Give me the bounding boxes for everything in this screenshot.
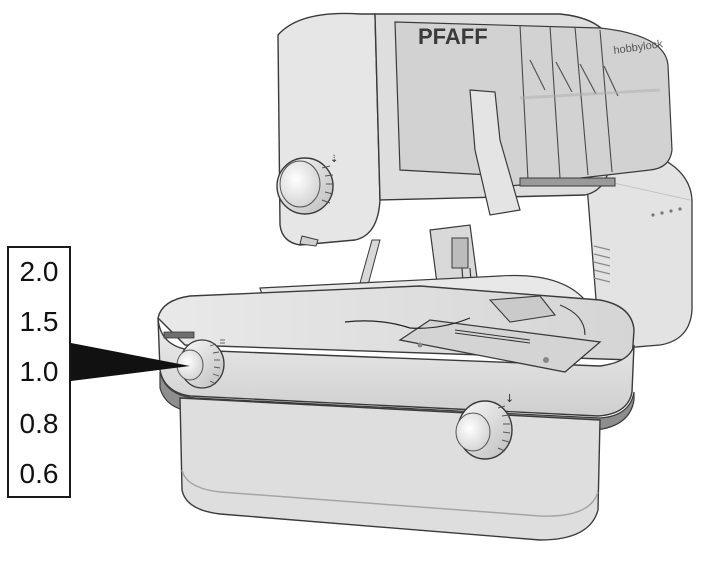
stitch-length-scale: 2.0 1.5 1.0 0.8 0.6 xyxy=(7,246,71,498)
vent-slots xyxy=(593,245,611,283)
needle-plate xyxy=(344,295,602,373)
pointer-wedge xyxy=(71,343,190,381)
scale-value-selected: 1.0 xyxy=(19,356,59,387)
differential-feed-knob[interactable]: ⇣ xyxy=(276,154,338,215)
brand-logo: PFAFF xyxy=(418,24,488,49)
handwheel-knob[interactable]: ↓ xyxy=(455,392,514,460)
scale-value: 0.8 xyxy=(19,408,59,439)
needle-thread-icon: ↓ xyxy=(505,392,514,405)
scale-value: 0.6 xyxy=(19,458,59,489)
presser-foot-lever[interactable] xyxy=(299,235,319,247)
stitch-length-knob[interactable] xyxy=(176,339,225,389)
stitch-length-marker xyxy=(163,331,195,339)
scale-value: 2.0 xyxy=(19,256,59,287)
scale-value: 1.5 xyxy=(19,306,59,337)
indicator-dots xyxy=(651,207,682,217)
feed-icon: ⇣ xyxy=(330,154,338,165)
